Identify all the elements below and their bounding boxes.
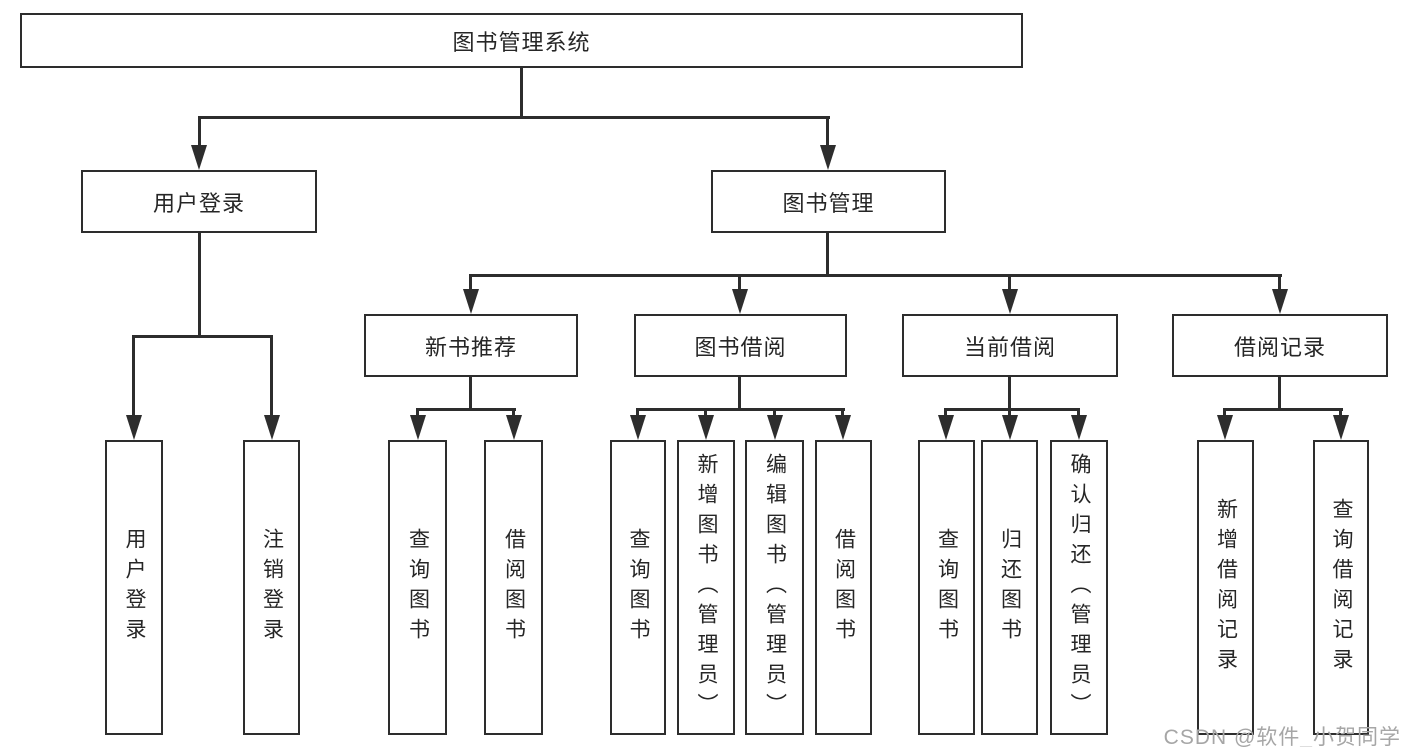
node-user-login: 用户登录 <box>81 170 317 233</box>
connector-line <box>512 408 515 415</box>
connector-line <box>1223 408 1226 415</box>
arrow-down-icon <box>191 145 207 170</box>
leaf-query-books: 查询图书 <box>610 440 666 735</box>
connector-line <box>826 116 829 145</box>
leaf-borrow-books: 借阅图书 <box>484 440 543 735</box>
leaf-user-login: 用户登录 <box>105 440 163 735</box>
connector-line <box>270 335 273 415</box>
arrow-down-icon <box>1071 415 1087 440</box>
connector-line <box>198 233 201 335</box>
node-current-borrowing: 当前借阅 <box>902 314 1118 377</box>
connector-line <box>416 408 419 415</box>
connector-line <box>469 274 1282 277</box>
connector-line <box>944 408 1080 411</box>
connector-line <box>520 68 523 116</box>
leaf-logout: 注销登录 <box>243 440 300 735</box>
arrow-down-icon <box>1002 415 1018 440</box>
connector-line <box>773 408 776 415</box>
arrow-down-icon <box>410 415 426 440</box>
arrow-down-icon <box>835 415 851 440</box>
arrow-down-icon <box>463 289 479 314</box>
connector-line <box>1008 274 1011 289</box>
connector-line <box>738 274 741 289</box>
connector-line <box>826 233 829 274</box>
leaf-add-books-admin: 新增图书（管理员） <box>677 440 735 735</box>
connector-line <box>738 377 741 408</box>
node-new-book-recommendation: 新书推荐 <box>364 314 578 377</box>
connector-line <box>198 116 830 119</box>
connector-line <box>198 116 201 145</box>
csdn-watermark: CSDN @软件_小贺同学 <box>1163 726 1401 747</box>
connector-line <box>416 408 516 411</box>
connector-line <box>1339 408 1342 415</box>
leaf-query-borrow-record: 查询借阅记录 <box>1313 440 1369 735</box>
node-borrowing-records: 借阅记录 <box>1172 314 1388 377</box>
leaf-return-books: 归还图书 <box>981 440 1038 735</box>
arrow-down-icon <box>1002 289 1018 314</box>
connector-line <box>1278 377 1281 408</box>
connector-line <box>1223 408 1343 411</box>
node-book-management: 图书管理 <box>711 170 946 233</box>
node-book-borrowing: 图书借阅 <box>634 314 847 377</box>
connector-line <box>841 408 844 415</box>
connector-line <box>469 274 472 289</box>
arrow-down-icon <box>698 415 714 440</box>
connector-line <box>1008 408 1011 415</box>
arrow-down-icon <box>732 289 748 314</box>
arrow-down-icon <box>264 415 280 440</box>
leaf-query-books: 查询图书 <box>918 440 975 735</box>
arrow-down-icon <box>630 415 646 440</box>
leaf-add-borrow-record: 新增借阅记录 <box>1197 440 1254 735</box>
connector-line <box>636 408 845 411</box>
connector-line <box>469 377 472 408</box>
connector-line <box>132 335 135 415</box>
arrow-down-icon <box>1333 415 1349 440</box>
leaf-edit-books-admin: 编辑图书（管理员） <box>745 440 804 735</box>
arrow-down-icon <box>767 415 783 440</box>
node-library-management-system: 图书管理系统 <box>20 13 1023 68</box>
connector-line <box>636 408 639 415</box>
connector-line <box>944 408 947 415</box>
leaf-confirm-return-admin: 确认归还（管理员） <box>1050 440 1108 735</box>
arrow-down-icon <box>1272 289 1288 314</box>
arrow-down-icon <box>126 415 142 440</box>
arrow-down-icon <box>506 415 522 440</box>
connector-line <box>1008 377 1011 408</box>
leaf-borrow-books: 借阅图书 <box>815 440 872 735</box>
arrow-down-icon <box>938 415 954 440</box>
connector-line <box>1278 274 1281 289</box>
connector-line <box>704 408 707 415</box>
connector-line <box>132 335 273 338</box>
arrow-down-icon <box>1217 415 1233 440</box>
leaf-query-books: 查询图书 <box>388 440 447 735</box>
arrow-down-icon <box>820 145 836 170</box>
connector-line <box>1077 408 1080 415</box>
